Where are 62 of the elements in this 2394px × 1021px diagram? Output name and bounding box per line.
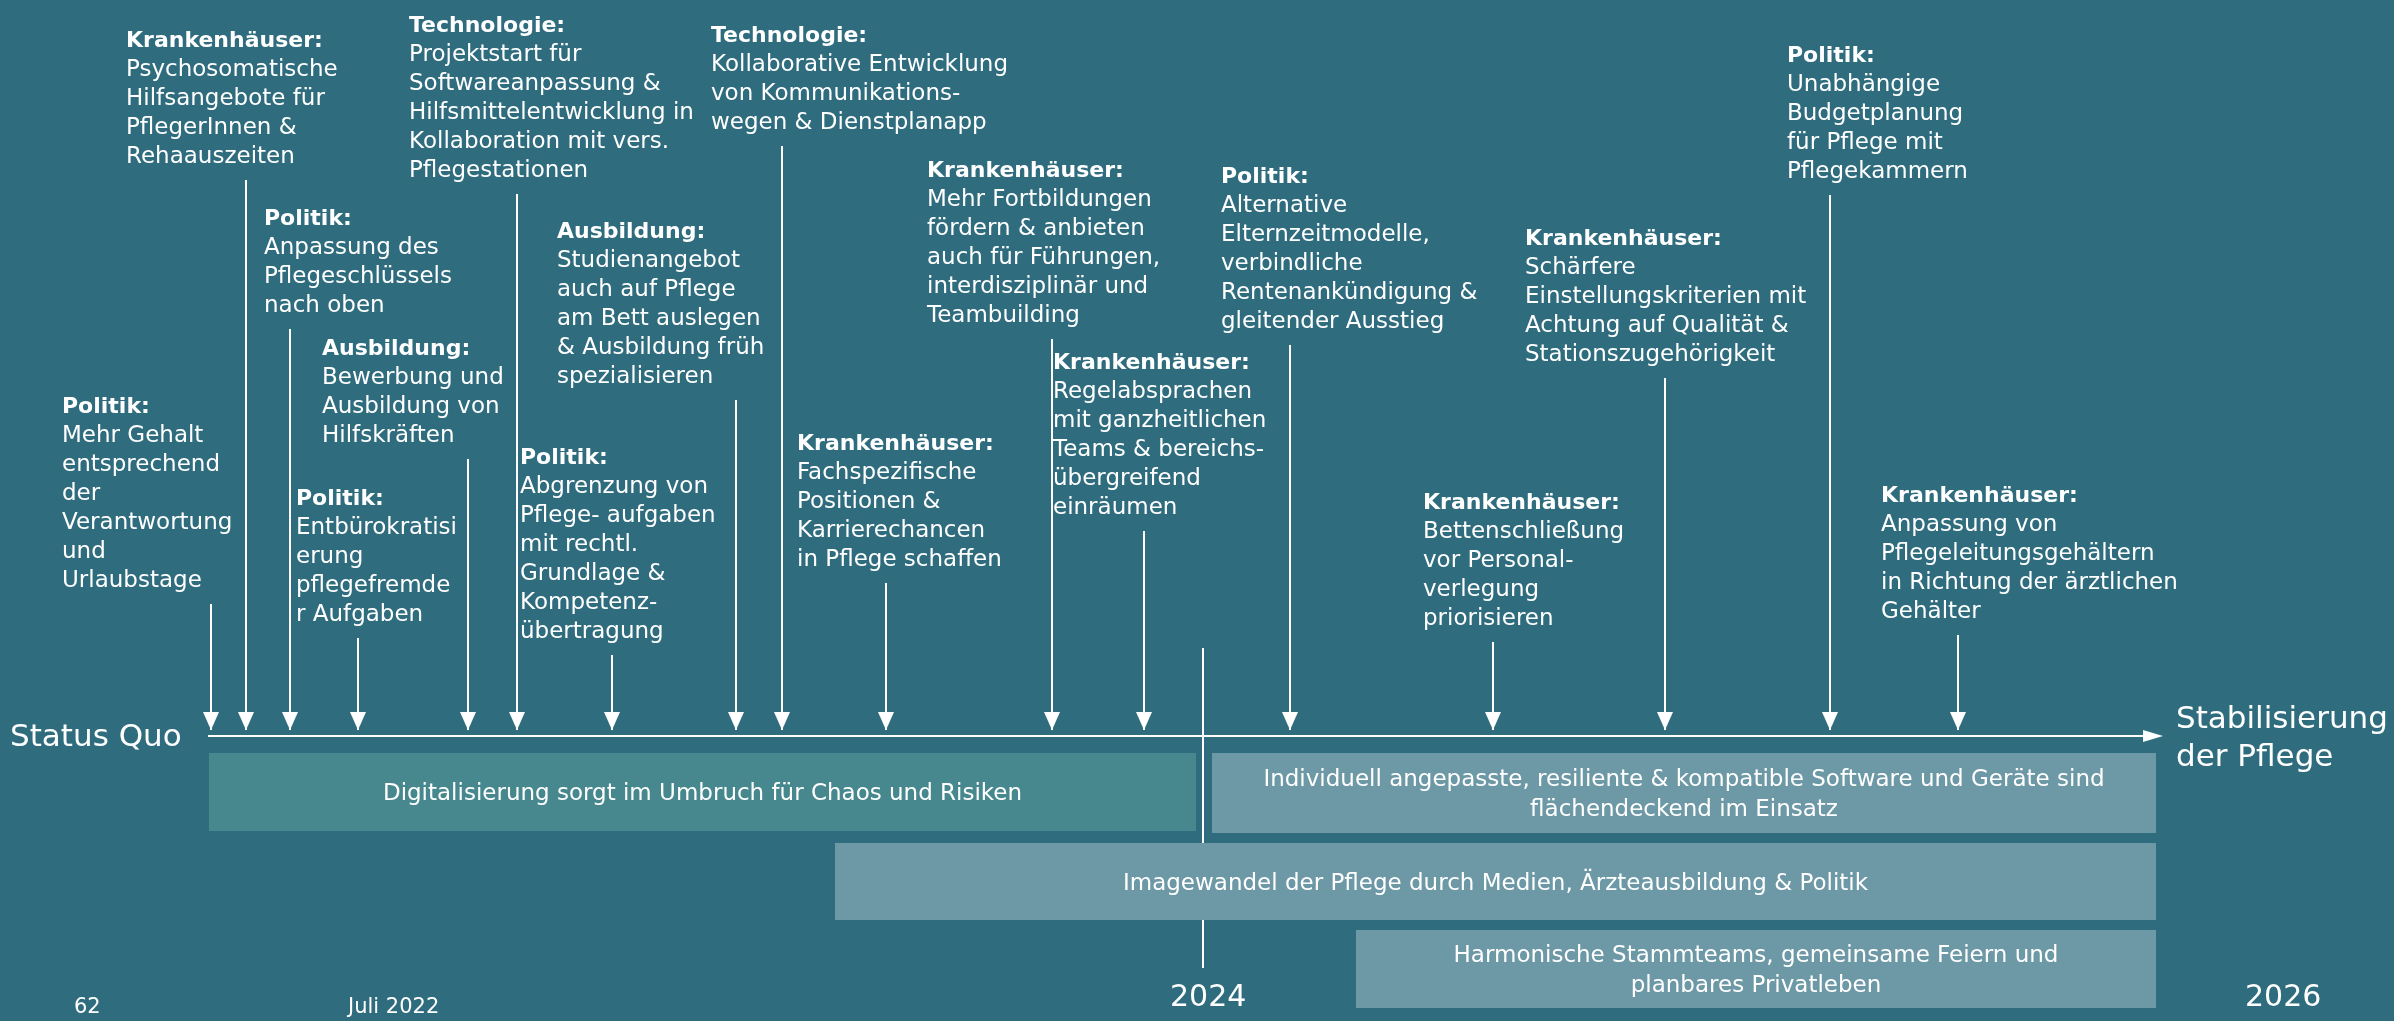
measure-description: Psychosomatische Hilfsangebote für PflegerInnen & Rehaauszeiten <box>126 54 339 170</box>
measure-description: Bettenschließung vor Personal- verlegung priorisieren <box>1423 516 1626 632</box>
category-heading: Politik: <box>1221 162 1310 190</box>
category-heading: Politik: <box>520 443 609 471</box>
phase-bar: Harmonische Stammteams, gemeinsame Feiern und planbares Privatleben <box>1356 930 2156 1008</box>
measure-description: Anpassung des Pflegeschlüssels nach oben <box>264 232 453 319</box>
category-heading: Politik: <box>264 204 353 232</box>
leader-arrow <box>460 458 476 731</box>
measure-description: Fachspezifische Positionen & Karrierechancen in Pflege schaffen <box>797 457 1002 573</box>
leader-arrow <box>1136 530 1152 731</box>
leader-arrow <box>878 582 894 731</box>
measure-description: Mehr Fortbildungen fördern & anbieten auch für Führungen, interdisziplinär und Teambuilding <box>927 184 1162 329</box>
category-heading: Politik: <box>296 484 385 512</box>
page-number: 62 <box>74 994 101 1018</box>
timeline-endpoint-label: Stabilisierung der Pflege <box>2176 698 2391 774</box>
date-label: Juli 2022 <box>348 994 440 1018</box>
category-heading: Krankenhäuser: <box>126 26 324 54</box>
measure-description: Entbürokratisierung pflegefremder Aufgaben <box>296 512 458 628</box>
category-heading: Krankenhäuser: <box>797 429 995 457</box>
measure-description: Studienangebot auch auf Pflege am Bett auslegen & Ausbildung früh spezialisieren <box>557 245 766 390</box>
measure-description: Regelabsprachen mit ganzheitlichen Teams & bereichs- übergreifend einräumen <box>1053 376 1268 521</box>
year-label: 2024 <box>1170 978 1247 1013</box>
measure-description: Unabhängige Budgetplanung für Pflege mit Pflegekammern <box>1787 69 1969 185</box>
phase-bar: Individuell angepasste, resiliente & kompatible Software und Geräte sind flächendeckend im Einsatz <box>1212 753 2156 833</box>
leader-arrow <box>1282 344 1298 731</box>
leader-arrow <box>774 145 790 731</box>
category-heading: Krankenhäuser: <box>1053 348 1251 376</box>
leader-arrow <box>282 328 298 731</box>
measure-description: Anpassung von Pflegeleitungsgehältern in Richtung der ärztlichen Gehälter <box>1881 509 2179 625</box>
category-heading: Krankenhäuser: <box>1423 488 1621 516</box>
category-heading: Ausbildung: <box>322 334 472 362</box>
leader-arrow <box>509 193 525 731</box>
measure-description: Schärfere Einstellungskriterien mit Achtung auf Qualität & Stationszugehörigkeit <box>1525 252 1808 368</box>
leader-arrow <box>350 637 366 731</box>
measure-description: Projektstart für Softwareanpassung & Hilfsmittelentwicklung in Kollaboration mit vers. Pflegestationen <box>409 39 694 184</box>
category-heading: Ausbildung: <box>557 217 707 245</box>
leader-arrow <box>1485 641 1501 731</box>
phase-bar: Digitalisierung sorgt im Umbruch für Chaos und Risiken <box>209 753 1196 831</box>
timeline-endpoint-label: Status Quo <box>10 716 200 754</box>
measure-description: Kollaborative Entwicklung von Kommunikations- wegen & Dienstplanapp <box>711 49 1010 136</box>
year-label: 2026 <box>2245 978 2322 1013</box>
measure-description: Abgrenzung von Pflege- aufgaben mit rechtl. Grundlage & Kompetenz- übertragung <box>520 471 717 645</box>
category-heading: Technologie: <box>711 21 869 49</box>
leader-arrow <box>604 654 620 731</box>
category-heading: Politik: <box>62 392 151 420</box>
timeline-axis <box>208 730 2163 742</box>
leader-arrow <box>203 603 219 731</box>
phase-bar: Imagewandel der Pflege durch Medien, Ärzteausbildung & Politik <box>835 843 2156 920</box>
category-heading: Krankenhäuser: <box>1881 481 2079 509</box>
category-heading: Politik: <box>1787 41 1876 69</box>
measure-description: Bewerbung und Ausbildung von Hilfskräften <box>322 362 505 449</box>
leader-arrow <box>1822 194 1838 731</box>
category-heading: Krankenhäuser: <box>1525 224 1723 252</box>
measure-description: Mehr Gehalt entsprechend der Verantwortung und Urlaubstage <box>62 420 234 594</box>
leader-arrow <box>1044 338 1060 731</box>
category-heading: Krankenhäuser: <box>927 156 1125 184</box>
leader-arrow <box>728 399 744 731</box>
leader-arrow <box>1950 634 1966 731</box>
measure-description: Alternative Elternzeitmodelle, verbindliche Rentenankündigung & gleitender Ausstieg <box>1221 190 1479 335</box>
leader-arrow <box>1657 377 1673 731</box>
leader-arrow <box>238 179 254 731</box>
category-heading: Technologie: <box>409 11 567 39</box>
